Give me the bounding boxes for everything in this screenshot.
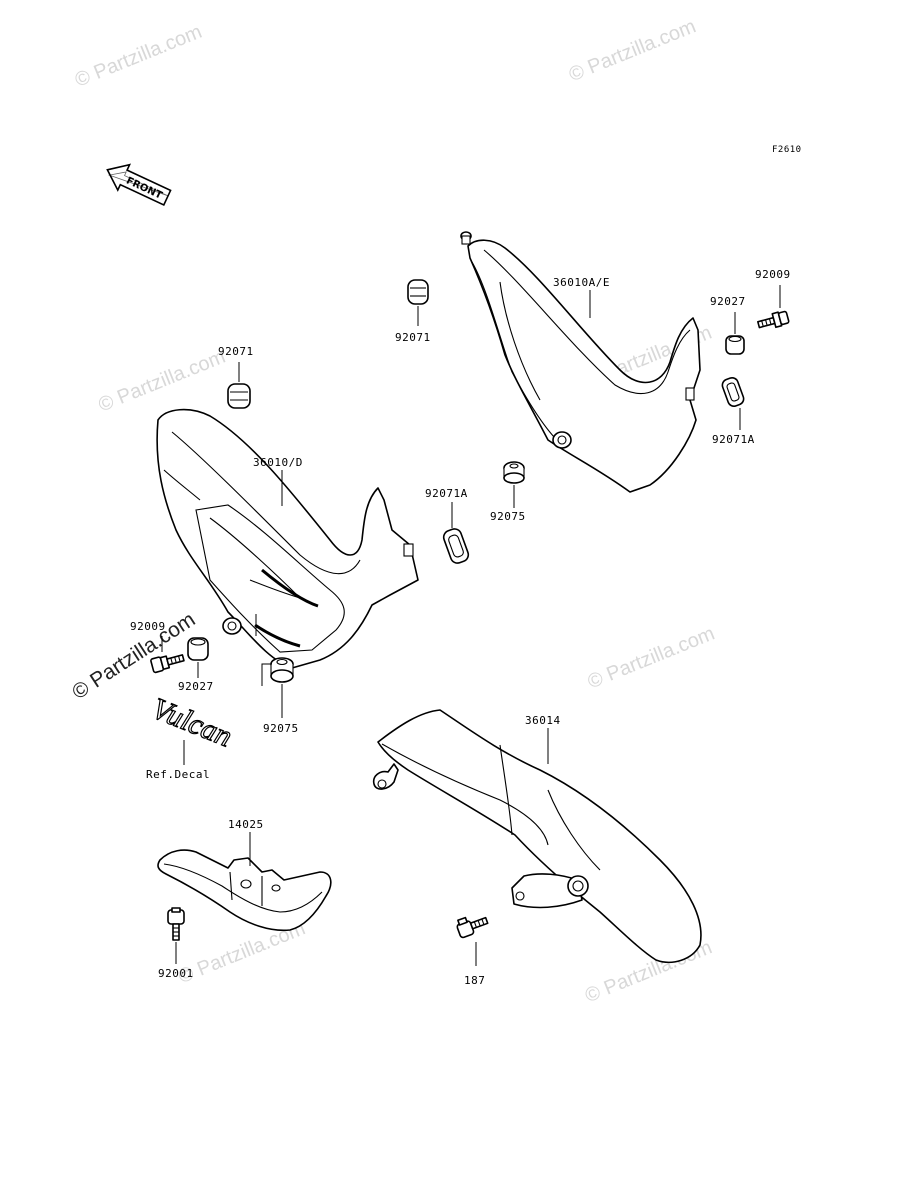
watermark: © Partzilla.com bbox=[585, 622, 718, 693]
label-187: 187 bbox=[464, 974, 485, 987]
figure-code: F2610 bbox=[772, 145, 802, 155]
label-92075-middle: 92075 bbox=[490, 510, 526, 523]
label-14025: 14025 bbox=[228, 818, 264, 831]
label-92001: 92001 bbox=[158, 967, 194, 980]
label-ref-decal: Ref.Decal bbox=[146, 768, 210, 781]
side-cover-left bbox=[156, 408, 419, 669]
label-92071-left: 92071 bbox=[218, 345, 254, 358]
front-arrow-icon: FRONT bbox=[106, 163, 172, 206]
label-36010d: 36010/D bbox=[253, 456, 303, 469]
label-36014: 36014 bbox=[525, 714, 561, 727]
watermark: © Partzilla.com bbox=[566, 15, 699, 86]
bolt-92009-right bbox=[757, 310, 790, 329]
label-92027-right: 92027 bbox=[710, 295, 746, 308]
bolt-187 bbox=[456, 916, 489, 939]
grommet-92071-top bbox=[407, 279, 429, 305]
vulcan-decal: Vulcan bbox=[147, 692, 236, 754]
collar-92027-right bbox=[725, 335, 745, 355]
label-36010ae: 36010A/E bbox=[553, 276, 610, 289]
collar-92027-left bbox=[187, 637, 209, 661]
grommet-92071-left bbox=[227, 383, 251, 409]
label-92071a-right: 92071A bbox=[712, 433, 755, 446]
chain-cover-36014 bbox=[372, 709, 702, 964]
watermark: © Partzilla.com bbox=[95, 346, 228, 417]
label-92071a-middle: 92071A bbox=[425, 487, 468, 500]
label-92009-left: 92009 bbox=[130, 620, 166, 633]
label-92071-top: 92071 bbox=[395, 331, 431, 344]
label-92075-lower: 92075 bbox=[263, 722, 299, 735]
watermarks: © Partzilla.com © Partzilla.com © Partzi… bbox=[72, 15, 718, 1007]
side-cover-right bbox=[460, 231, 701, 493]
grommet-92071a-middle bbox=[442, 528, 470, 564]
watermark: © Partzilla.com bbox=[72, 21, 205, 92]
bolt-92001 bbox=[167, 907, 185, 941]
grommet-92071a-right bbox=[721, 376, 745, 408]
label-92027-left: 92027 bbox=[178, 680, 214, 693]
guard-14025 bbox=[157, 849, 332, 932]
damper-92075-lower bbox=[270, 657, 294, 683]
bolt-92009-left bbox=[150, 654, 185, 674]
label-92009-right: 92009 bbox=[755, 268, 791, 281]
damper-92075-middle bbox=[503, 461, 525, 484]
